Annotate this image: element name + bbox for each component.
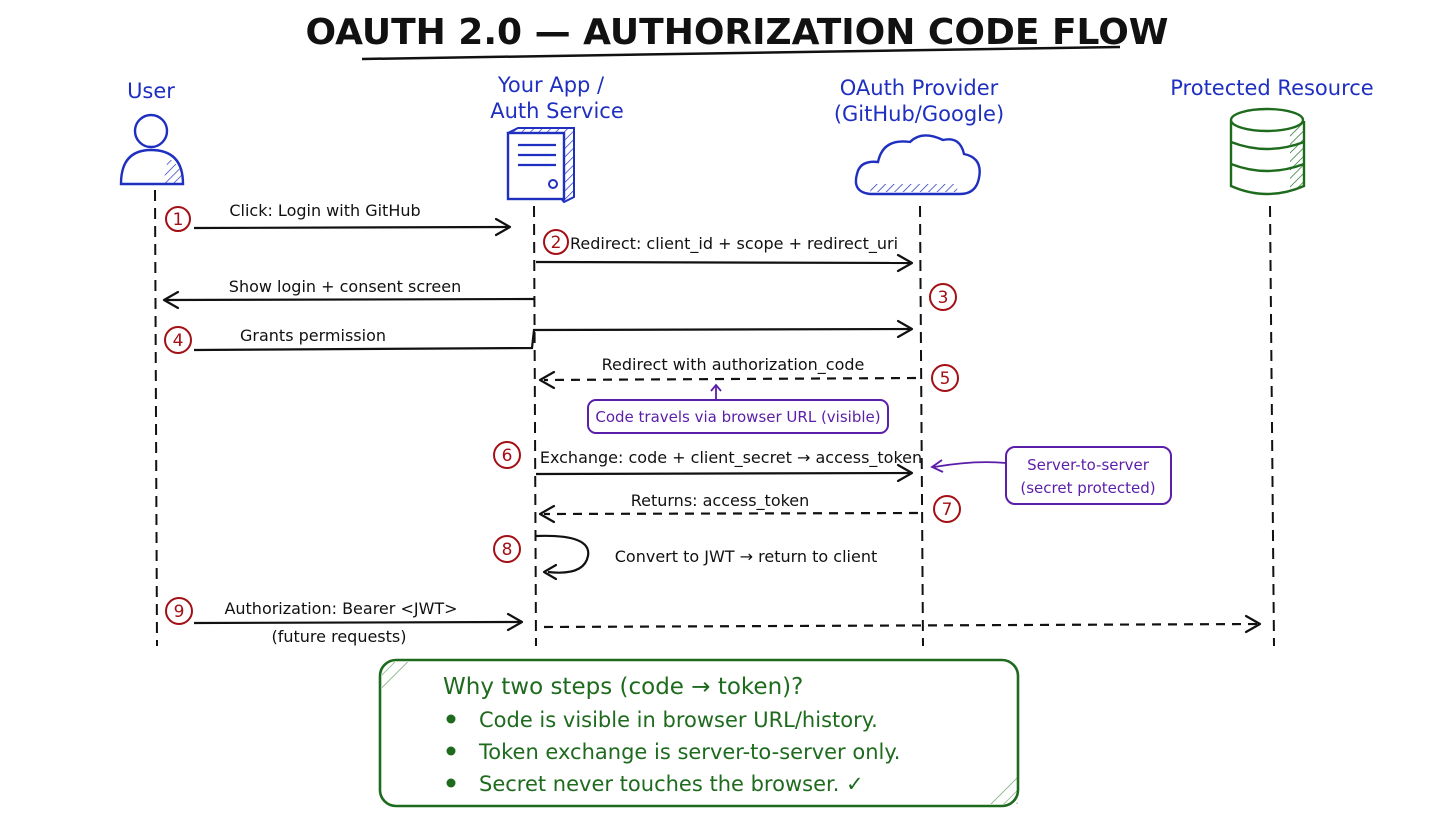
lifeline-resource — [1269, 205, 1275, 647]
step-3-number: 3 — [938, 288, 949, 308]
user-icon — [119, 113, 185, 186]
step-4-number: 4 — [173, 331, 184, 351]
server-note-line2: (secret protected) — [1020, 479, 1155, 497]
bullet-dot — [446, 778, 456, 788]
step-7-number: 7 — [942, 500, 953, 520]
step-6-number: 6 — [502, 446, 513, 466]
step-8-number: 8 — [502, 540, 513, 560]
actor-provider-label-line2: (GitHub/Google) — [834, 102, 1004, 126]
message-9-forward-arrow — [543, 614, 1262, 634]
message-3-arrow — [162, 290, 535, 310]
message-6-label: Exchange: code + client_secret → access_… — [540, 448, 922, 468]
step-7-marker: 7 — [933, 495, 961, 523]
step-1-marker: 1 — [165, 206, 191, 232]
summary-box: Why two steps (code → token)? Code is vi… — [378, 658, 1020, 808]
message-1-label: Click: Login with GitHub — [229, 201, 420, 220]
summary-bullet-1: Code is visible in browser URL/history. — [479, 708, 878, 732]
page-title: OAUTH 2.0 — AUTHORIZATION CODE FLOW — [305, 12, 1168, 53]
lifeline-user — [154, 189, 158, 647]
step-5-number: 5 — [940, 369, 951, 389]
step-9-number: 9 — [174, 602, 185, 622]
server-icon — [506, 127, 575, 204]
message-2-label: Redirect: client_id + scope + redirect_u… — [570, 234, 898, 254]
message-7-label: Returns: access_token — [631, 491, 810, 511]
message-9-arrow — [193, 612, 524, 632]
database-icon — [1229, 107, 1306, 196]
message-1-arrow — [193, 217, 512, 237]
self-loop-arrow — [535, 534, 590, 581]
actor-app-label-line1: Your App / — [497, 73, 605, 97]
message-4-label: Grants permission — [240, 326, 386, 345]
step-2-marker: 2 — [543, 229, 569, 255]
step-2-number: 2 — [551, 233, 562, 253]
step-8-marker: 8 — [493, 535, 521, 563]
message-9-label-line1: Authorization: Bearer <JWT> — [224, 599, 457, 618]
browser-note: Code travels via browser URL (visible) — [587, 383, 889, 434]
step-5-marker: 5 — [931, 364, 959, 392]
summary-heading: Why two steps (code → token)? — [443, 674, 803, 700]
step-4-marker: 4 — [164, 326, 192, 354]
message-8-label: Convert to JWT → return to client — [615, 547, 878, 566]
bullet-dot — [446, 746, 456, 756]
cloud-icon — [854, 134, 981, 196]
title-underline — [361, 45, 1121, 61]
lifeline-provider — [919, 205, 924, 647]
actor-app-label-line2: Auth Service — [490, 99, 624, 123]
server-note: Server-to-server (secret protected) — [930, 446, 1172, 505]
message-5-arrow — [538, 370, 917, 390]
actor-user-label: User — [127, 79, 175, 103]
message-3-label: Show login + consent screen — [229, 277, 461, 296]
step-1-number: 1 — [173, 210, 184, 230]
actor-resource-label: Protected Resource — [1170, 76, 1373, 100]
step-9-marker: 9 — [165, 597, 193, 625]
summary-bullet-3: Secret never touches the browser. ✓ — [479, 772, 864, 796]
step-6-marker: 6 — [493, 441, 521, 469]
lifeline-app — [533, 205, 537, 647]
step-3-marker: 3 — [929, 283, 957, 311]
bullet-dot — [446, 714, 456, 724]
summary-bullet-2: Token exchange is server-to-server only. — [478, 740, 900, 764]
message-9-label-line2: (future requests) — [272, 627, 407, 646]
message-5-label: Redirect with authorization_code — [602, 355, 865, 375]
message-4-arrow — [193, 319, 914, 352]
actor-provider-label-line1: OAuth Provider — [840, 76, 999, 100]
message-7-arrow — [538, 504, 919, 524]
message-6-arrow — [535, 463, 914, 483]
browser-note-text: Code travels via browser URL (visible) — [595, 408, 880, 426]
server-note-line1: Server-to-server — [1027, 456, 1150, 474]
message-2-arrow — [535, 253, 914, 273]
